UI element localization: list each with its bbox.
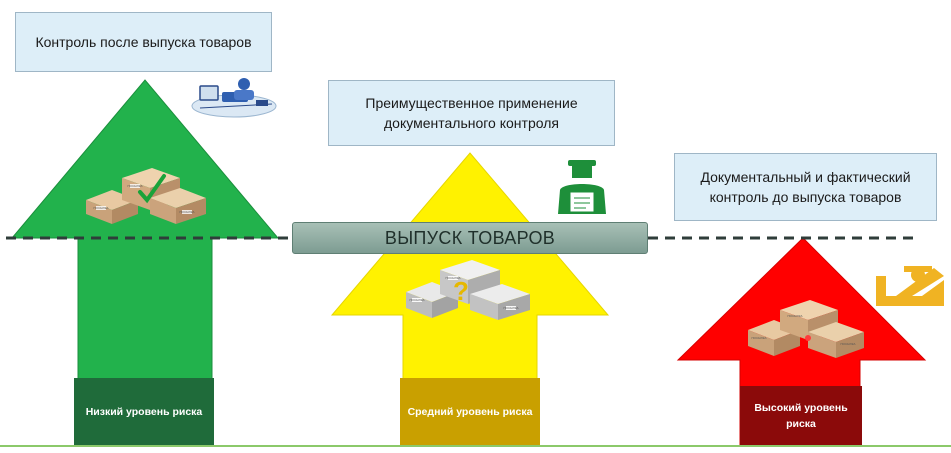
box-stamp-label: ПОСЫЛКА — [127, 184, 142, 188]
callout-low-risk: Контроль после выпуска товаров — [15, 12, 272, 72]
inspection-officer-icon — [876, 266, 944, 306]
office-worker-icon — [191, 78, 277, 118]
release-of-goods-bar: ВЫПУСК ТОВАРОВ — [292, 222, 648, 254]
risk-label-high-text: Высокий уровень риска — [754, 401, 848, 430]
risk-label-medium: Средний уровень риска — [400, 378, 540, 445]
callout-medium-risk-text: Преимущественное применение документальн… — [365, 95, 578, 131]
box-stamp-label: ПОСЫЛКА — [445, 276, 460, 280]
risk-label-medium-text: Средний уровень риска — [407, 405, 533, 418]
checkmark-icon — [138, 174, 166, 204]
risk-label-low-text: Низкий уровень риска — [85, 405, 203, 418]
callout-medium-risk: Преимущественное применение документальн… — [328, 80, 615, 146]
box-stamp-label: ПОСЫЛКА — [503, 306, 518, 310]
boxes-checked-icon — [86, 168, 206, 224]
customs-inspector-icon — [558, 160, 606, 214]
risk-label-high: Высокий уровень риска — [740, 386, 862, 445]
box-stamp-label: ПОСЫЛКА — [179, 210, 194, 214]
release-of-goods-text: ВЫПУСК ТОВАРОВ — [384, 227, 556, 248]
box-stamp-label: ПОСЫЛКА — [409, 298, 424, 302]
callout-high-risk: Документальный и фактический контроль до… — [674, 153, 937, 221]
box-stamp-label: ПОСЫЛКА — [751, 336, 766, 340]
callout-high-risk-text: Документальный и фактический контроль до… — [700, 169, 911, 205]
callout-low-risk-text: Контроль после выпуска товаров — [35, 34, 252, 50]
box-stamp-label: ПОСЫЛКА — [840, 342, 855, 346]
box-stamp-label: ПОСЫЛКА — [93, 206, 108, 210]
boxes-question-icon — [406, 260, 530, 320]
question-mark: ? — [453, 276, 469, 306]
risk-label-low: Низкий уровень риска — [74, 378, 214, 445]
box-stamp-label: ПОСЫЛКА — [787, 314, 802, 318]
boxes-inspected-icon — [748, 300, 864, 358]
